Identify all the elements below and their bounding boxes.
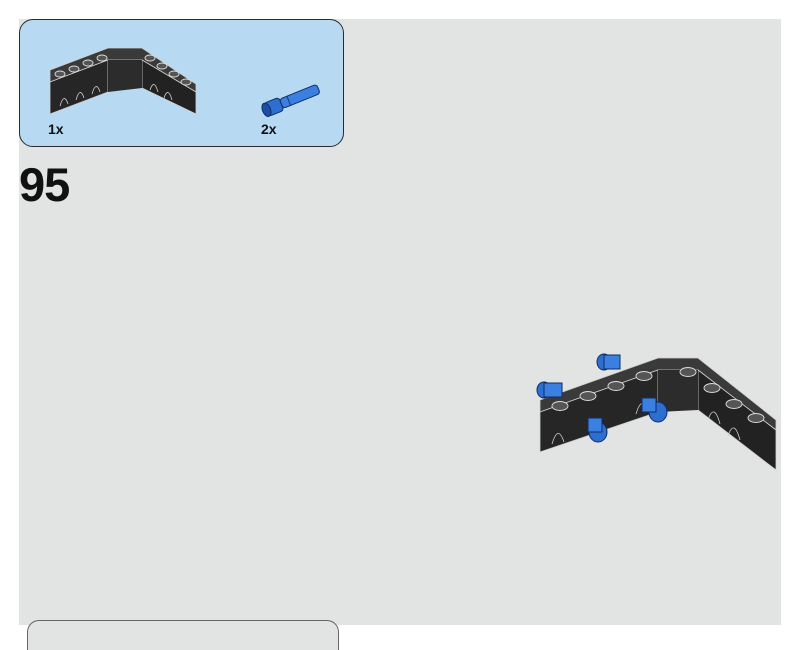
parts-callout: 1x 2x (19, 19, 344, 147)
step-number: 95 (19, 158, 70, 211)
assembly-model-image (530, 352, 780, 477)
axle-pin-part-image (258, 78, 328, 118)
l-beam-part-image (46, 44, 206, 114)
l-beam-quantity: 1x (48, 121, 64, 137)
axle-pin-quantity: 2x (261, 121, 277, 137)
next-parts-callout-edge (27, 620, 339, 650)
